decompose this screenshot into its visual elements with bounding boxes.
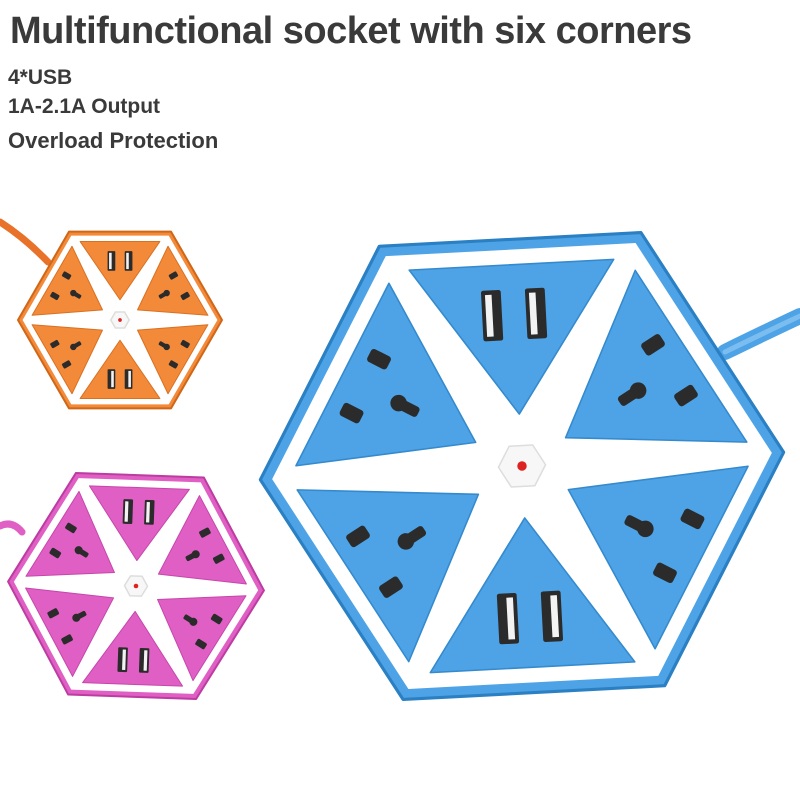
usb-port-icon bbox=[496, 590, 564, 645]
outlet-icon bbox=[50, 339, 82, 369]
socket-segment bbox=[31, 245, 103, 316]
usb-port-icon bbox=[107, 369, 133, 389]
pink-socket bbox=[7, 471, 265, 701]
socket-segment bbox=[31, 324, 103, 395]
usb-port-icon bbox=[480, 287, 548, 342]
outlet-icon bbox=[158, 271, 190, 301]
outlet-icon bbox=[183, 613, 223, 650]
indicator-light bbox=[517, 461, 527, 471]
indicator-light bbox=[118, 318, 122, 322]
socket-segment bbox=[79, 339, 161, 399]
socket-segment bbox=[137, 324, 209, 395]
orange-socket bbox=[17, 230, 223, 410]
blue-socket bbox=[258, 230, 786, 702]
outlet-icon bbox=[49, 522, 89, 559]
socket-segment bbox=[567, 465, 749, 650]
usb-port-icon bbox=[107, 251, 133, 271]
socket-segment bbox=[296, 489, 480, 663]
outlet-icon bbox=[50, 271, 82, 301]
feature-usb: 4*USB bbox=[8, 66, 73, 89]
socket-segment bbox=[295, 282, 477, 467]
socket-segment bbox=[79, 241, 161, 301]
socket-segment bbox=[564, 269, 748, 443]
socket-segment bbox=[88, 485, 190, 562]
outlet-icon bbox=[47, 608, 87, 645]
socket-segment bbox=[429, 517, 636, 674]
socket-segment bbox=[25, 587, 115, 677]
outlet-icon bbox=[158, 339, 190, 369]
indicator-light bbox=[133, 583, 139, 589]
socket-segment bbox=[408, 258, 615, 415]
socket-segment bbox=[157, 595, 247, 682]
socket-segment bbox=[25, 490, 115, 577]
orange-cable bbox=[0, 218, 52, 266]
socket-segment bbox=[157, 495, 247, 585]
usb-port-icon bbox=[122, 499, 155, 525]
socket-segment bbox=[137, 245, 209, 316]
headline: Multifunctional socket with six corners bbox=[10, 10, 692, 52]
outlet-icon bbox=[185, 527, 225, 564]
pink-cable bbox=[0, 520, 26, 536]
outlet-icon bbox=[617, 334, 698, 407]
feature-output: 1A-2.1A Output bbox=[8, 95, 161, 118]
outlet-icon bbox=[624, 508, 705, 584]
socket-segment bbox=[82, 610, 184, 687]
outlet-icon bbox=[346, 525, 427, 598]
usb-port-icon bbox=[117, 647, 150, 673]
feature-list: 4*USB 1A-2.1A Output Overload Protection bbox=[8, 64, 218, 160]
feature-overload: Overload Protection bbox=[8, 128, 219, 153]
outlet-icon bbox=[339, 348, 420, 424]
